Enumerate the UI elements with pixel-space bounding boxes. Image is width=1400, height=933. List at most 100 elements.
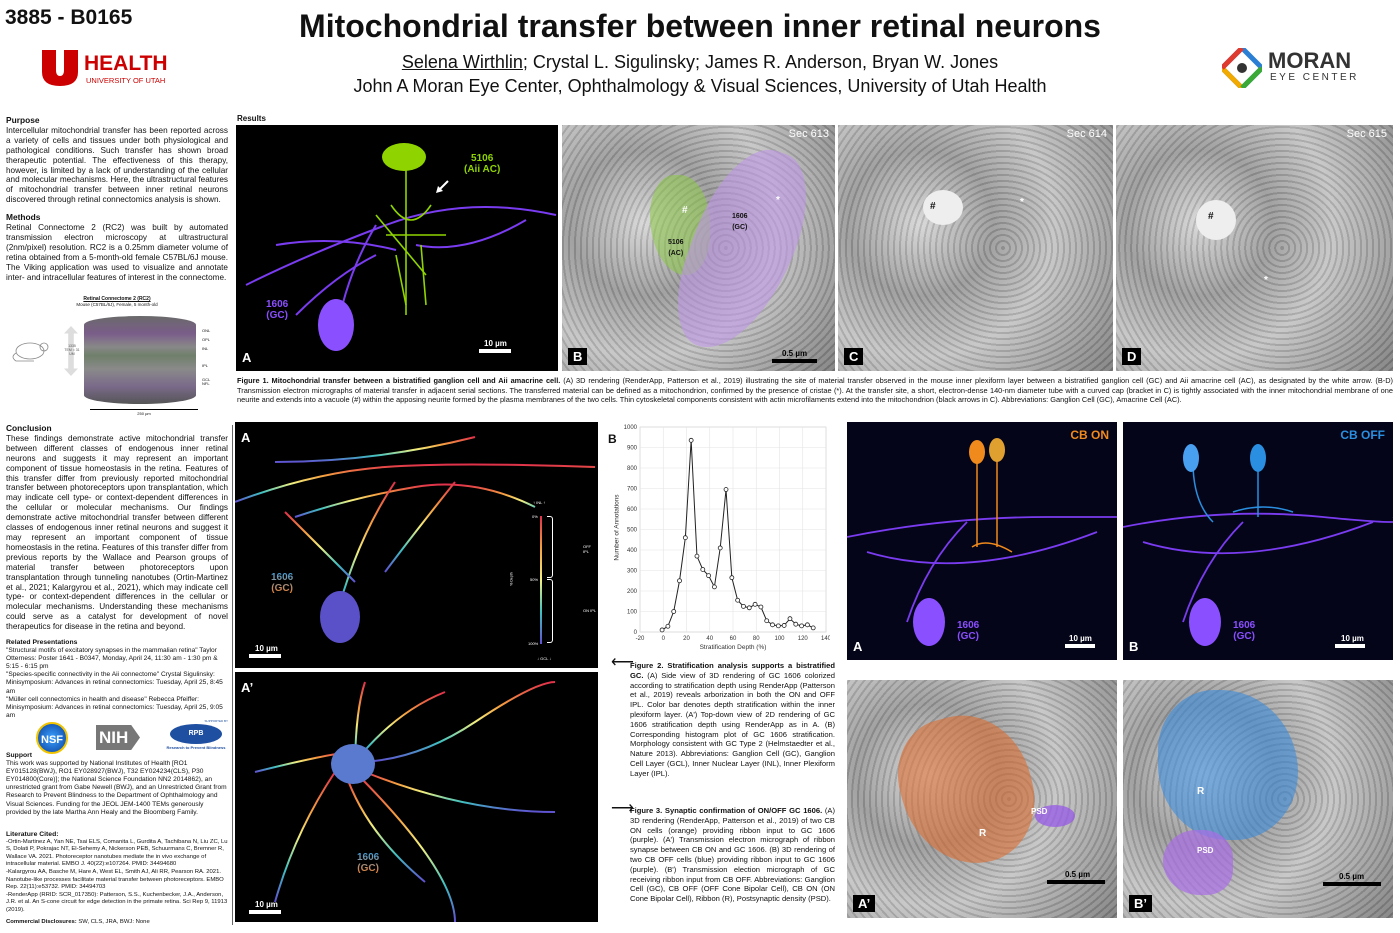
conclusion-text: These findings demonstrate active mitoch… — [6, 433, 228, 632]
x-tick-label: 140 — [821, 636, 830, 642]
data-point — [671, 609, 677, 614]
y-tick-label: 200 — [627, 589, 638, 595]
fig2-panel-a: A 1606 (GC) 10 µm ↑ INL ↑ 0% 50% 100% % … — [235, 422, 598, 668]
gc-psd-overlay — [1035, 805, 1075, 827]
moran-diamond-icon — [1222, 48, 1262, 88]
scale-bar — [772, 359, 817, 363]
rc2-subtitle: Mouse (C57BL/6J), Female, 5 month-old — [76, 302, 158, 307]
y-tick-label: 600 — [627, 507, 638, 513]
data-point — [665, 623, 671, 629]
nsf-logo: NSF — [36, 722, 68, 754]
data-point — [677, 578, 682, 584]
nih-logo: NIH — [96, 725, 140, 750]
vacuole-mark: # — [682, 205, 688, 216]
colorbar-inl-label: ↑ INL ↑ — [533, 500, 546, 505]
related-item: "Species-specific connectivity in the Ai… — [6, 671, 223, 695]
layer-label: ONL — [202, 328, 211, 333]
off-ipl-label: OFF IPL — [583, 544, 591, 554]
data-point — [717, 545, 723, 551]
literature-item: -Ortin-Martinez A, Yan NE, Tsai ELS, Com… — [6, 838, 228, 868]
y-axis-label: Number of Annotations — [613, 494, 621, 561]
related-item: "Structural motifs of excitatory synapse… — [6, 647, 218, 671]
data-point — [793, 621, 799, 627]
fig3-panel-a: CB ON 1606 (GC) 10 µm A — [847, 422, 1117, 660]
presenting-author: Selena Wirthlin — [401, 52, 523, 72]
fig2-caption-title: Figure 2. Stratification analysis suppor… — [630, 661, 835, 680]
x-tick-label: 0 — [662, 636, 666, 642]
rc2-figure: Retinal Connectome 2 (RC2) Mouse (C57BL/… — [6, 296, 228, 421]
utah-u-icon — [42, 50, 78, 86]
literature-section: Literature Cited: -Ortin-Martinez A, Yan… — [6, 829, 228, 926]
section-number: Sec 613 — [788, 128, 829, 140]
fig2-caption-text: (A) Side view of 3D rendering of GC 1606… — [630, 670, 835, 778]
data-point — [735, 597, 741, 603]
y-tick-label: 500 — [627, 528, 638, 534]
fig3a-3d-rendering — [847, 438, 1117, 646]
scale-bar — [1323, 882, 1381, 886]
support-section: Support This work was supported by Natio… — [6, 750, 228, 817]
panel-label: A — [242, 350, 252, 365]
scale-bar-label: 0.5 µm — [1339, 872, 1365, 881]
results-heading: Results — [237, 114, 266, 123]
psd-label: PSD — [1031, 807, 1048, 816]
colorbar-axis-label: % Depth — [509, 572, 514, 586]
data-point — [694, 553, 700, 559]
purpose-heading: Purpose — [6, 115, 40, 125]
gc-label: 1606 (GC) — [957, 620, 980, 642]
fig1-caption: Figure 1. Mitochondrial transfer between… — [237, 376, 1393, 405]
related-heading: Related Presentations — [6, 639, 78, 646]
fig3-panel-a-prime: R PSD 0.5 µm A’ — [847, 680, 1117, 918]
fig1-panel-d: # * Sec 615 D — [1116, 125, 1393, 371]
scale-bar-label: 10 µm — [255, 644, 278, 653]
y-tick-label: 300 — [627, 569, 638, 575]
gc-overlay — [1163, 830, 1233, 895]
purpose-text: Intercellular mitochondrial transfer has… — [6, 125, 228, 205]
right-arrow-icon: ⟶ — [611, 800, 634, 817]
panel-label: B — [608, 432, 617, 446]
fig3b-3d-rendering — [1123, 444, 1393, 646]
logo-moran-text: MORAN — [1268, 48, 1352, 73]
data-point — [781, 623, 787, 628]
colorbar-gradient — [540, 516, 542, 644]
fig1-panel-b: 1606 (GC) 5106 (AC) # * Sec 613 0.5 µm B — [562, 125, 835, 371]
scale-bar-label: 10 µm — [255, 900, 278, 909]
ribbon-label: R — [979, 828, 987, 839]
fig2a-3d-rendering — [235, 436, 596, 643]
poster-title: Mitochondrial transfer between inner ret… — [299, 8, 1101, 44]
methods-text: Retinal Connectome 2 (RC2) was built by … — [6, 223, 228, 282]
x-tick-label: 100 — [774, 636, 785, 642]
fig2a-prime-topdown-rendering — [254, 681, 556, 922]
colorbar-tick: 50% — [530, 577, 539, 582]
rc2-height-label: 1335 TEM = 31 UM — [64, 344, 80, 356]
rc2-width-label: 250 µm — [137, 411, 151, 416]
rpb-sub-text: Research to Prevent Blindness — [166, 745, 226, 750]
gc-label: 1606 (GC) — [1233, 620, 1256, 642]
scale-bar — [1065, 644, 1095, 648]
data-point — [764, 618, 770, 624]
data-point — [659, 627, 665, 633]
rc2-volume-cylinder — [84, 316, 196, 404]
fig3-panel-b-prime: R PSD 0.5 µm B’ — [1123, 680, 1393, 918]
cb-on-overlay — [884, 700, 1050, 880]
psd-label: PSD — [1197, 846, 1214, 855]
scale-bar — [249, 654, 281, 658]
other-authors: ; Crystal L. Sigulinsky; James R. Anders… — [522, 52, 999, 72]
vacuole — [1196, 200, 1236, 240]
panel-label: B — [1129, 639, 1139, 654]
moran-eye-center-logo: MORAN EYE CENTER — [1222, 46, 1362, 90]
x-tick-label: -20 — [636, 636, 645, 642]
layer-label: GCL — [202, 377, 211, 382]
fig1a-3d-rendering — [245, 143, 557, 351]
literature-item: -Kalargyrou AA, Basche M, Hare A, West E… — [6, 868, 224, 891]
scale-bar-label: 10 µm — [1069, 634, 1092, 643]
gc-label: 1606 (GC) — [266, 299, 289, 321]
data-point — [729, 575, 735, 581]
cristae-mark: * — [1264, 275, 1268, 286]
purpose-section: Purpose Intercellular mitochondrial tran… — [6, 114, 228, 283]
data-point — [712, 584, 717, 590]
fig1-panel-a: 5106 (Aii AC) 1606 (GC) 10 µm A — [236, 125, 558, 371]
panel-label: A’ — [853, 895, 876, 912]
layer-label: IPL — [202, 363, 209, 368]
